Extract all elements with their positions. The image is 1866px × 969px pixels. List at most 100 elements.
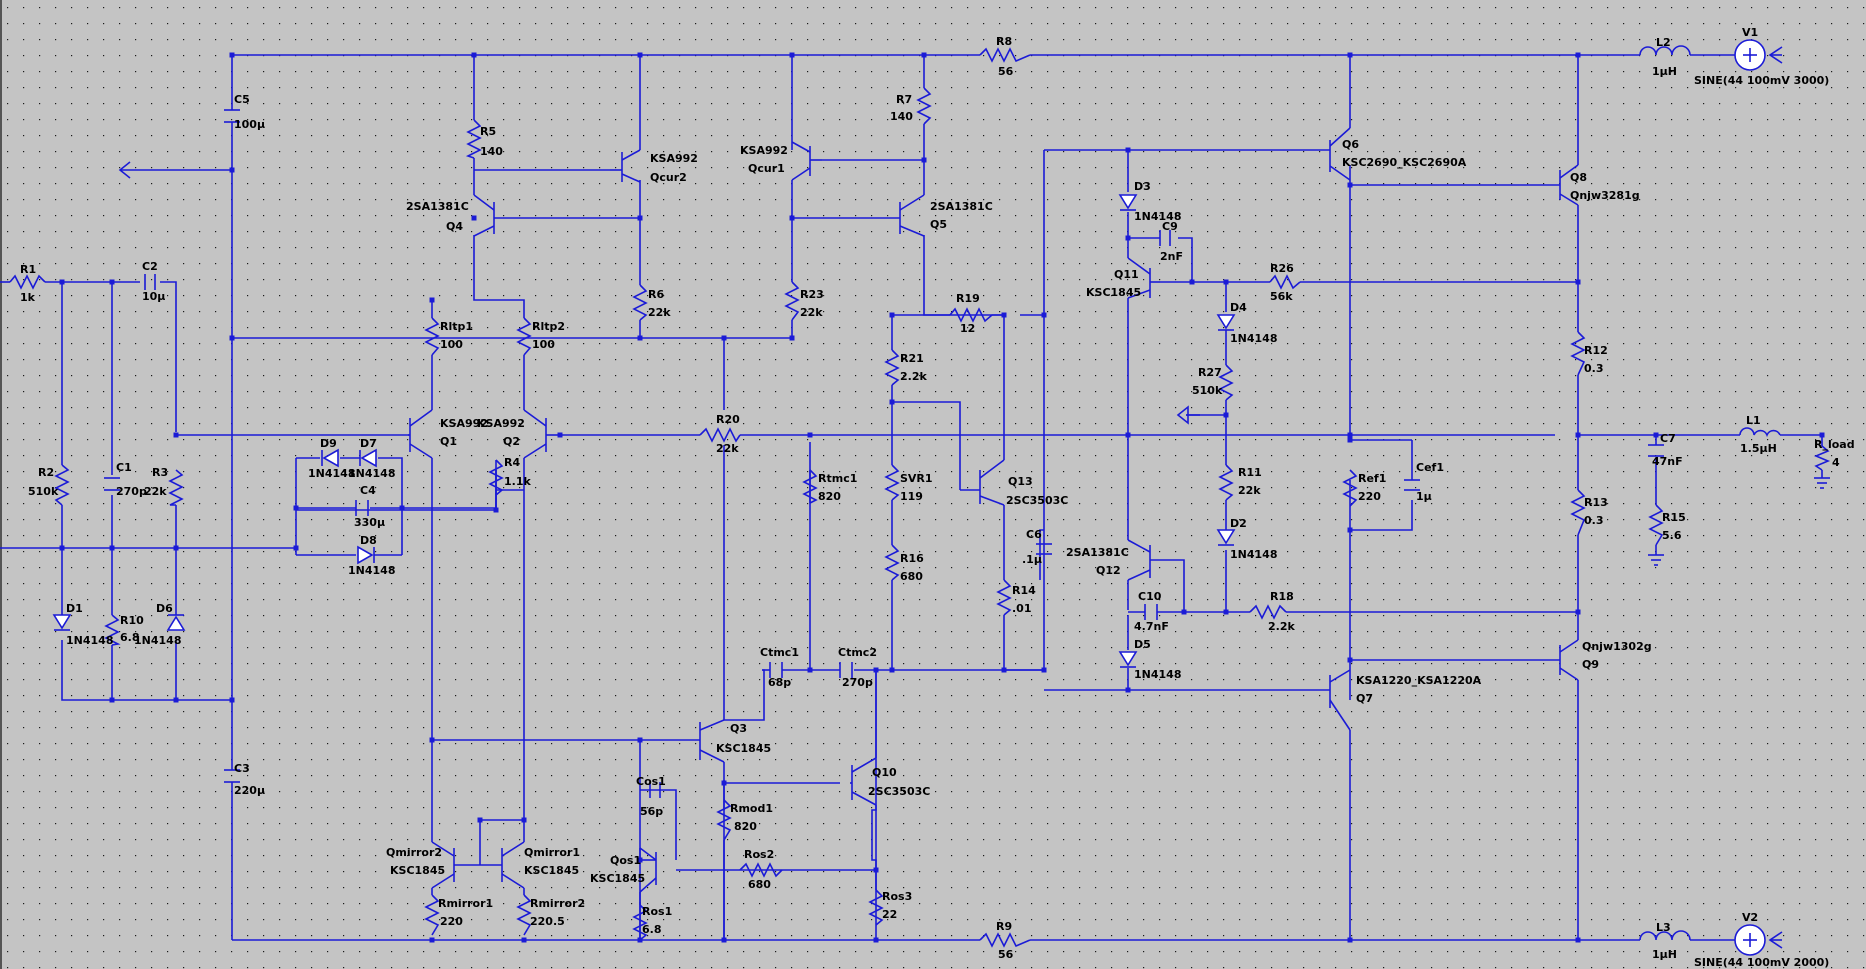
label-r12-name: R12 bbox=[1584, 344, 1608, 357]
label-q5-value: 2SA1381C bbox=[930, 200, 993, 213]
junction-dot bbox=[557, 432, 563, 438]
resistor-symbol-r27 bbox=[1218, 364, 1234, 401]
label-r6-value: 22k bbox=[648, 306, 671, 319]
label-c9-value: 2nF bbox=[1160, 250, 1183, 263]
label-r16-value: 680 bbox=[900, 570, 923, 583]
label-c2-value: 10µ bbox=[142, 290, 165, 303]
resistor-symbol-ros1 bbox=[632, 904, 648, 941]
label-c10-name: C10 bbox=[1138, 590, 1162, 603]
label-r6-name: R6 bbox=[648, 288, 664, 301]
transistor-symbol-q11 bbox=[1127, 257, 1160, 299]
label-ros2-value: 680 bbox=[748, 878, 771, 891]
label-ref1-name: Ref1 bbox=[1358, 472, 1386, 485]
junction-dot bbox=[637, 335, 643, 341]
resistor-symbol-rltp1 bbox=[424, 317, 440, 356]
junction-dot bbox=[637, 52, 643, 58]
label-q1-value: KSA992 bbox=[440, 417, 488, 430]
junction-dot bbox=[1347, 937, 1353, 943]
junction-dot bbox=[807, 432, 813, 438]
label-r3-name: R3 bbox=[152, 466, 168, 479]
junction-dot bbox=[1189, 279, 1195, 285]
label-q1-name: Q1 bbox=[440, 435, 457, 448]
label-r4-value: 1.1k bbox=[504, 475, 531, 488]
label-r13-name: R13 bbox=[1584, 496, 1608, 509]
capacitor-symbol-cef1 bbox=[1404, 479, 1420, 491]
transistor-symbol-q6 bbox=[1310, 127, 1351, 181]
resistor-symbol-rmod1 bbox=[716, 799, 732, 841]
label-r15-name: R15 bbox=[1662, 511, 1686, 524]
label-v1-value: SINE(44 100mV 3000) bbox=[1694, 74, 1829, 87]
label-c7-value: 47nF bbox=[1652, 455, 1683, 468]
label-r21-value: 2.2k bbox=[900, 370, 927, 383]
diode-symbol-d2 bbox=[1216, 529, 1236, 546]
junction-dot bbox=[477, 817, 483, 823]
label-q6-value: KSC2690_KSC2690A bbox=[1342, 156, 1467, 169]
resistor-symbol-r10 bbox=[104, 614, 121, 646]
label-q4-name: Q4 bbox=[446, 220, 463, 233]
label-r8-name: R8 bbox=[996, 35, 1012, 48]
label-qmirror2-value: KSC1845 bbox=[390, 864, 445, 877]
junction-dot bbox=[109, 279, 115, 285]
label-ros3-value: 22 bbox=[882, 908, 897, 921]
resistor-symbol-ros2 bbox=[739, 862, 783, 878]
junction-dot bbox=[1575, 52, 1581, 58]
label-q10-value: 2SC3503C bbox=[868, 785, 930, 798]
label-r1-name: R1 bbox=[20, 263, 36, 276]
resistor-symbol-r13 bbox=[1570, 489, 1586, 536]
label-c3-value: 220µ bbox=[234, 784, 265, 797]
label-r27-name: R27 bbox=[1198, 366, 1222, 379]
label-q7-value: KSA1220_KSA1220A bbox=[1356, 674, 1482, 687]
junction-dot bbox=[293, 505, 299, 511]
label-cos1-value: 56p bbox=[640, 805, 663, 818]
label-v1-name: V1 bbox=[1742, 26, 1758, 39]
label-r7-value: 140 bbox=[890, 110, 913, 123]
junction-dot bbox=[1347, 527, 1353, 533]
transistor-symbol-qcur1 bbox=[791, 141, 822, 181]
transistor-symbol-q7 bbox=[1310, 669, 1351, 731]
label-d2-name: D2 bbox=[1230, 517, 1247, 530]
resistor-symbol-r23 bbox=[784, 281, 800, 321]
capacitor-symbol-ctmc1 bbox=[769, 662, 783, 678]
label-r5-value: 140 bbox=[480, 145, 503, 158]
diode-symbol-d1 bbox=[52, 614, 72, 631]
junction-dot bbox=[471, 52, 477, 58]
diode-symbol-d3 bbox=[1118, 194, 1138, 211]
junction-dot bbox=[1347, 437, 1353, 443]
label-l3-value: 1µH bbox=[1652, 948, 1677, 961]
junction-dot bbox=[59, 279, 65, 285]
junction-dot bbox=[1125, 235, 1131, 241]
component-labels: R1 1k C2 10µ R2 510k C1 270p R3 22k D1 1… bbox=[20, 26, 1855, 969]
junction-dot bbox=[229, 167, 235, 173]
label-rltp1-name: Rltp1 bbox=[440, 320, 473, 333]
label-q12-name: Q12 bbox=[1096, 564, 1121, 577]
resistor-symbol-r12 bbox=[1570, 331, 1586, 376]
junction-dot bbox=[637, 215, 643, 221]
resistor-symbol-r15 bbox=[1648, 504, 1664, 546]
junction-dot bbox=[1347, 52, 1353, 58]
label-d5-name: D5 bbox=[1134, 638, 1151, 651]
resistor-symbol-r26 bbox=[1269, 274, 1301, 290]
label-q8-value: Qnjw3281g bbox=[1570, 189, 1640, 202]
junction-dot bbox=[1223, 279, 1229, 285]
label-c1-name: C1 bbox=[116, 461, 132, 474]
label-r12-value: 0.3 bbox=[1584, 362, 1604, 375]
label-r13-value: 0.3 bbox=[1584, 514, 1604, 527]
label-r5-name: R5 bbox=[480, 125, 496, 138]
inductor-symbol-l1 bbox=[1739, 427, 1781, 438]
junction-dots bbox=[59, 52, 1825, 943]
label-r23-value: 22k bbox=[800, 306, 823, 319]
resistor-symbol-rltp2 bbox=[516, 317, 532, 356]
wires[interactable] bbox=[0, 54, 1823, 941]
diode-symbol-d7 bbox=[359, 448, 377, 468]
label-r9-value: 56 bbox=[998, 948, 1014, 961]
junction-dot bbox=[1653, 432, 1659, 438]
diode-symbol-d8 bbox=[357, 545, 375, 565]
capacitor-symbol-ctmc2 bbox=[839, 662, 853, 678]
junction-dot bbox=[399, 505, 405, 511]
junction-dot bbox=[873, 867, 879, 873]
label-q5-name: Q5 bbox=[930, 218, 947, 231]
transistor-symbol-q1 bbox=[409, 409, 433, 459]
junction-dot bbox=[429, 297, 435, 303]
